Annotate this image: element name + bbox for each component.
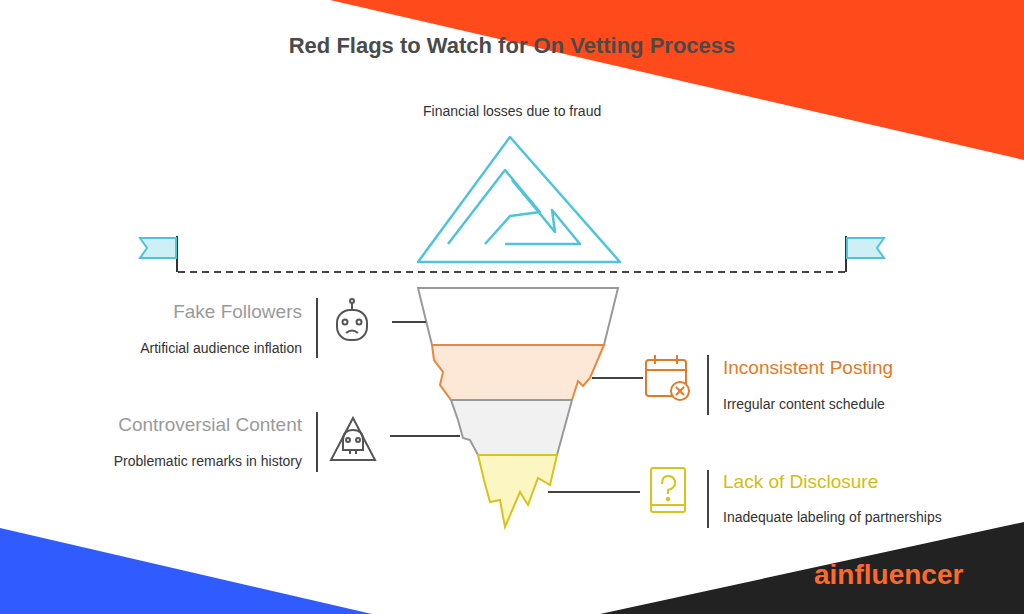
book-icon (651, 468, 685, 512)
flag-heading: Inconsistent Posting (723, 357, 893, 379)
corner-band (600, 522, 1024, 614)
funnel-band (478, 455, 557, 527)
caption-label: Financial losses due to fraud (423, 103, 601, 119)
flag-description: Artificial audience inflation (140, 340, 302, 356)
flag-description: Inadequate labeling of partnerships (723, 509, 942, 525)
funnel-band (418, 288, 618, 345)
flag-heading: Lack of Disclosure (723, 471, 878, 493)
flag-description: Irregular content schedule (723, 396, 885, 412)
skull-icon (331, 418, 375, 460)
flag-heading: Controversial Content (118, 414, 302, 436)
funnel-band (432, 345, 604, 400)
diagram-title: Red Flags to Watch for On Vetting Proces… (0, 33, 1024, 58)
corner-band (0, 528, 372, 614)
leader-line (390, 322, 643, 492)
separator-bar (317, 298, 708, 528)
brand-logo: ainfluencer (814, 559, 963, 591)
flag (140, 236, 884, 272)
iceberg-tip (418, 137, 620, 262)
robot-icon (337, 299, 367, 340)
calendar-icon (646, 355, 689, 400)
flag-description: Problematic remarks in history (114, 453, 302, 469)
water-line (178, 271, 846, 273)
flag-heading: Fake Followers (173, 301, 302, 323)
funnel-band (451, 400, 572, 455)
corner-band (330, 0, 1024, 160)
